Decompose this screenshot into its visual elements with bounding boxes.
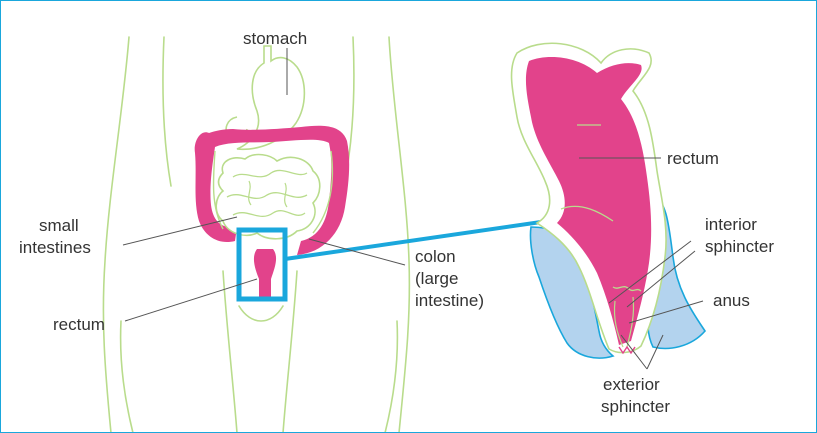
label-colon-line1: colon <box>415 247 456 266</box>
label-rectum-left: rectum <box>53 315 105 334</box>
label-colon-line3: intestine) <box>415 291 484 310</box>
label-exterior-sphincter-line1: exterior <box>603 375 660 394</box>
label-small-intestines-line1: small <box>39 216 79 235</box>
label-colon-line2: (large <box>415 269 458 288</box>
small-intestines-shape <box>216 155 320 239</box>
label-interior-sphincter-line2: sphincter <box>705 237 774 256</box>
label-rectum-right: rectum <box>667 149 719 168</box>
label-interior-sphincter-line1: interior <box>705 215 757 234</box>
label-exterior-sphincter-line2: sphincter <box>601 397 670 416</box>
label-anus: anus <box>713 291 750 310</box>
label-stomach: stomach <box>243 29 307 48</box>
label-small-intestines-line2: intestines <box>19 238 91 257</box>
